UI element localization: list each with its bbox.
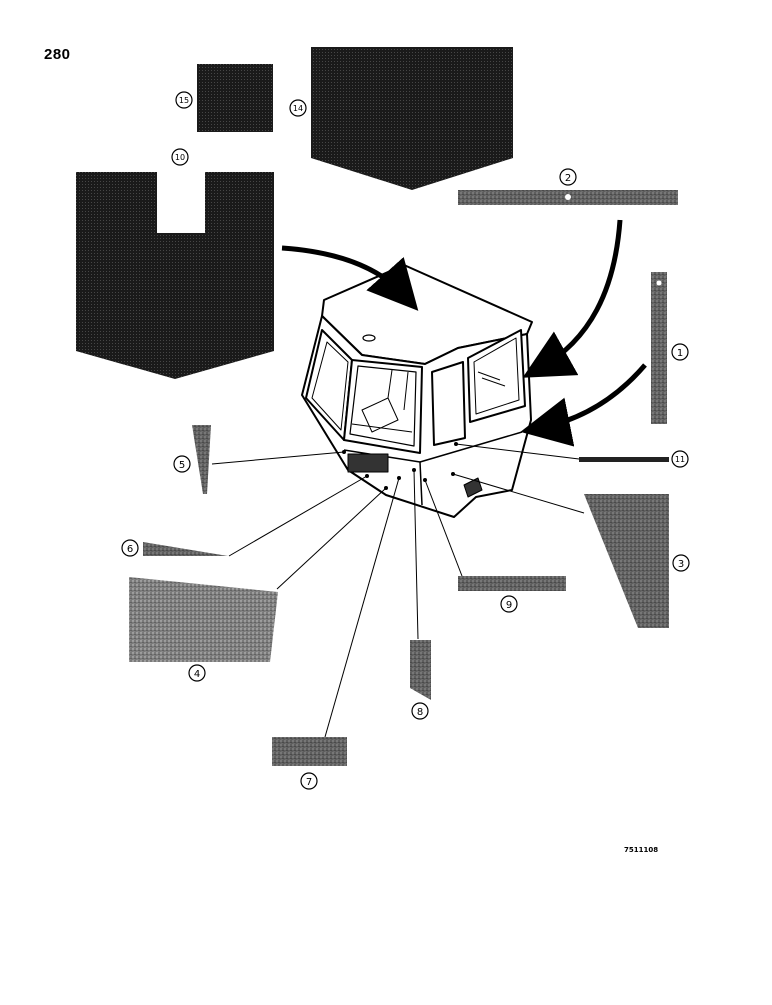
- callout-4-label: 4: [194, 669, 200, 680]
- pad-6: [143, 542, 228, 556]
- callout-6: 6: [121, 539, 139, 557]
- leader-lines: [211, 443, 585, 738]
- callout-3: 3: [672, 554, 690, 572]
- leader-dots: [342, 442, 458, 490]
- callout-2-label: 2: [565, 173, 571, 184]
- callout-11-label: 11: [675, 455, 685, 464]
- callout-3-label: 3: [678, 559, 684, 570]
- callout-9: 9: [500, 595, 518, 613]
- pad-1-hole: [656, 280, 662, 286]
- callout-15: 15: [175, 91, 193, 109]
- callout-1: 1: [671, 343, 689, 361]
- arrow-10: [281, 245, 419, 311]
- callout-11: 11: [671, 450, 689, 468]
- pad-1: [651, 272, 667, 424]
- pad-2-hole: [565, 194, 571, 200]
- callout-14-label: 14: [293, 104, 303, 113]
- callout-5: 5: [173, 455, 191, 473]
- cab-illustration: [301, 264, 533, 518]
- callout-7-label: 7: [306, 777, 312, 788]
- callout-2: 2: [559, 168, 577, 186]
- callout-1-label: 1: [677, 348, 683, 359]
- callout-5-label: 5: [179, 460, 185, 471]
- callout-8: 8: [411, 702, 429, 720]
- pad-15: [197, 64, 273, 132]
- arrow-1: [520, 363, 647, 447]
- pad-9: [458, 576, 566, 591]
- callout-10: 10: [171, 148, 189, 166]
- callout-15-label: 15: [179, 96, 189, 105]
- callout-6-label: 6: [127, 544, 133, 555]
- pad-4: [129, 577, 278, 662]
- callout-7: 7: [300, 772, 318, 790]
- callout-10-label: 10: [175, 153, 185, 162]
- pad-14: [311, 47, 513, 190]
- pad-5: [192, 425, 211, 494]
- pad-7: [272, 737, 347, 766]
- arrow-2: [522, 219, 623, 378]
- callout-8-label: 8: [417, 707, 423, 718]
- callout-9-label: 9: [506, 600, 512, 611]
- callout-4: 4: [188, 664, 206, 682]
- callout-14: 14: [289, 99, 307, 117]
- pad-8: [410, 640, 431, 700]
- pad-10: [76, 172, 274, 379]
- page-number: 280: [44, 46, 71, 63]
- reference-code: 7511108: [624, 846, 659, 854]
- pad-3: [584, 494, 669, 628]
- pad-11: [579, 457, 669, 462]
